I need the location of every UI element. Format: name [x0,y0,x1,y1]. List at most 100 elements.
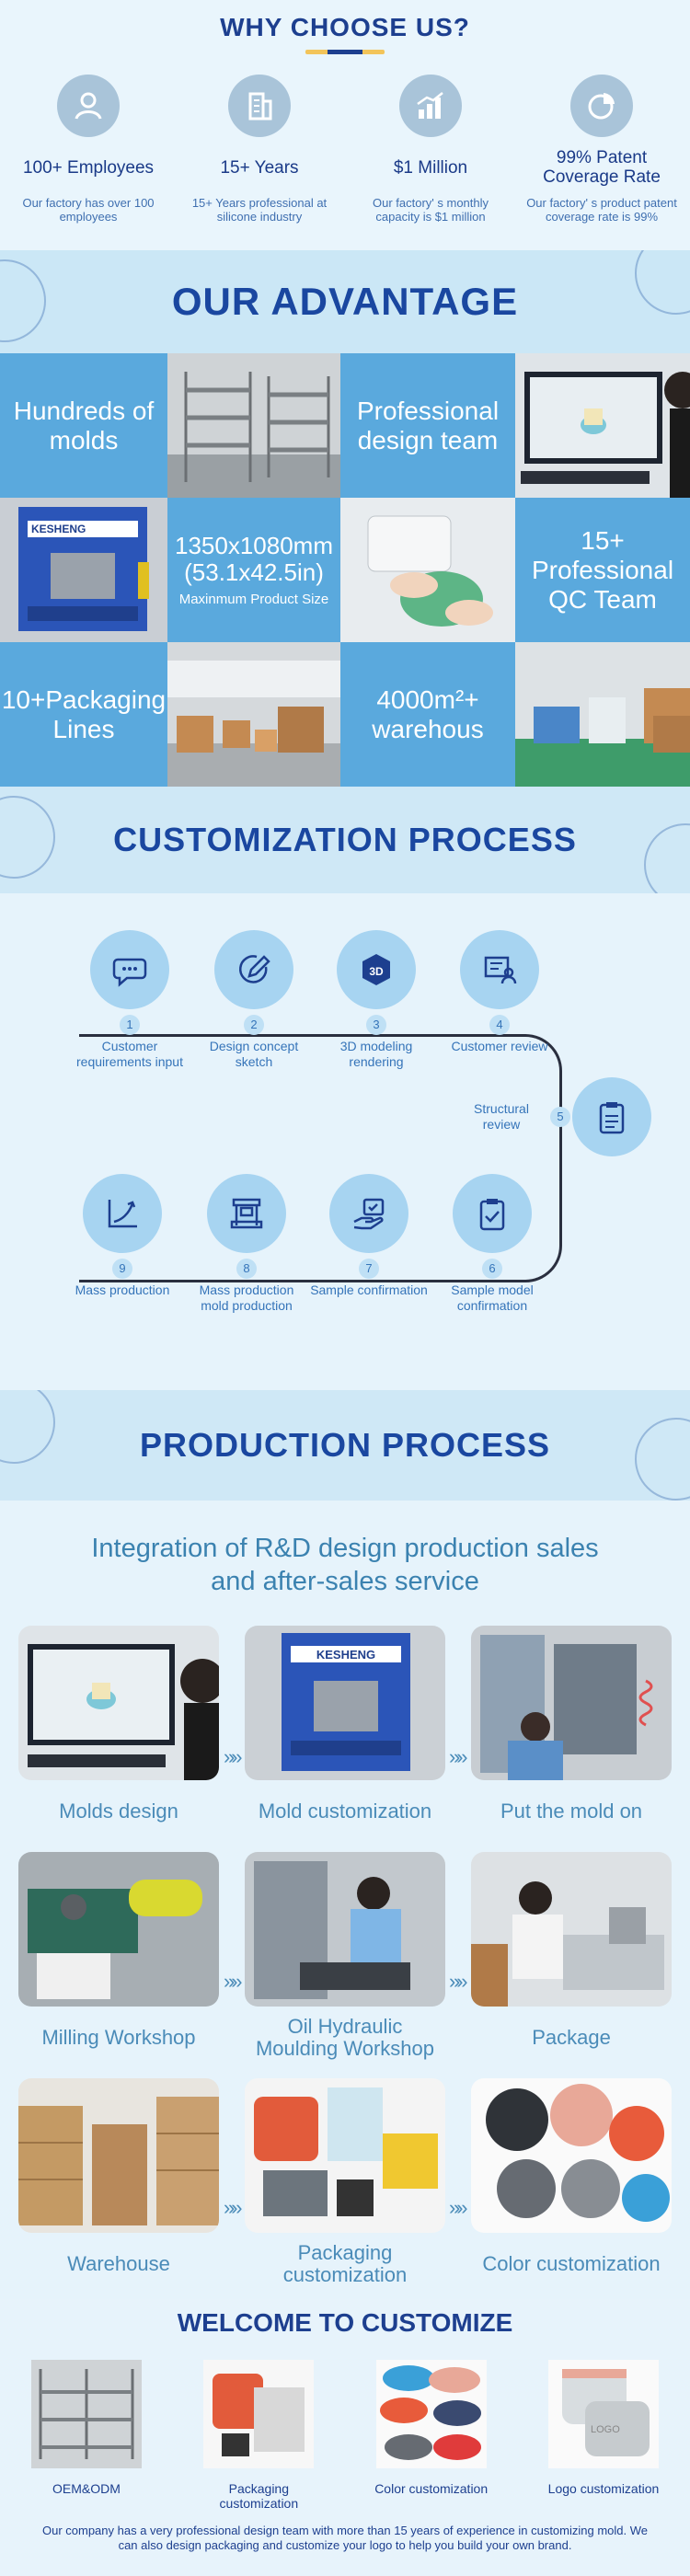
welcome-caption: OEM&ODM [52,2481,121,2496]
production-banner: PRODUCTION PROCESS [0,1390,690,1501]
flow-arrow: »» [449,1970,468,1993]
production-caption: Milling Workshop [41,2026,196,2049]
welcome-section: WELCOME TO CUSTOMIZE OEM&ODM Packaging c… [0,2299,690,2553]
step-number: 3 [366,1015,386,1035]
package-workshop-photo [471,1852,672,2007]
welcome-item: Packaging customization [200,2360,317,2511]
step-label: Sample model confirmation [451,1282,534,1313]
step-8: 8 Mass production mold production [187,1174,306,1314]
step-number: 7 [359,1259,379,1279]
qc-inspection-photo [340,498,515,642]
step-1: 1 Customer requirements input [70,930,190,1070]
step-number: 8 [236,1259,257,1279]
svg-text:KESHENG: KESHENG [316,1648,375,1662]
production-item: Color customization [471,2078,672,2286]
molds-design-photo [18,1626,219,1780]
step-label: Structural review [474,1101,529,1132]
customization-title: CUSTOMIZATION PROCESS [113,821,577,858]
flow-arrow: »» [224,1970,243,1993]
logo-placeholder-text: LOGO [590,2424,620,2435]
why-choose-us-section: WHY CHOOSE US? 100+ Employees Our factor… [0,0,690,250]
production-caption: Warehouse [67,2252,170,2275]
production-item: Warehouse [18,2078,219,2286]
step-7: 7 Sample confirmation [309,1174,429,1298]
production-row-3: Warehouse Packaging customization Color … [0,2078,690,2286]
step-label: Mass production mold production [199,1282,294,1313]
flow-arrow: »» [224,1745,243,1768]
production-section: Integration of R&D design production sal… [0,1501,690,2299]
step-9: 9 Mass production [63,1174,182,1298]
production-item: Oil Hydraulic Moulding Workshop [245,1852,445,2060]
production-intro: Integration of R&D design production sal… [91,1534,599,1596]
tile-label: 10+Packaging Lines [1,684,167,743]
title-underline [305,50,385,54]
tile-qc-team: 15+ Professional QC Team [515,498,690,642]
bar-chart-icon [399,75,462,137]
welcome-item: Color customization [373,2360,490,2511]
production-caption: Oil Hydraulic Moulding Workshop [255,2015,435,2060]
stat-value: $1 Million [393,157,468,178]
stats-row: 100+ Employees Our factory has over 100 … [0,54,690,224]
design-monitor-photo [515,353,690,498]
chat-bubble-icon [90,930,169,1009]
advantage-grid: Hundreds of molds Professional design te… [0,353,690,787]
welcome-item: OEM&ODM [28,2360,145,2511]
step-number: 4 [489,1015,510,1035]
welcome-title: WELCOME TO CUSTOMIZE [177,2308,513,2337]
production-caption: Color customization [482,2252,661,2275]
production-row-1: Molds design KESHENG Mold customization … [0,1626,690,1834]
stat-years: 15+ Years 15+ Years professional at sili… [180,75,339,224]
step-label: Mass production [75,1282,170,1297]
stat-employees: 100+ Employees Our factory has over 100 … [9,75,167,224]
advantage-banner: OUR ADVANTAGE [0,250,690,353]
tile-design-team: Professional design team [340,353,515,498]
step-number: 2 [244,1015,264,1035]
step-number: 9 [112,1259,132,1279]
advantage-title: OUR ADVANTAGE [171,280,519,323]
packaging-photo [203,2360,315,2468]
pie-chart-icon [570,75,633,137]
tile-packaging: 10+Packaging Lines [0,642,167,787]
process-track-line [79,1034,562,1282]
production-caption: Package [532,2026,611,2049]
stat-desc: Our factory has over 100 employees [22,196,155,224]
flow-arrow: »» [449,2196,468,2219]
tile-product-size: 1350x1080mm (53.1x42.5in) Maxinmum Produ… [167,498,340,642]
stat-value: 100+ Employees [22,157,155,178]
production-item: KESHENG Mold customization [245,1626,445,1834]
tile-label: Hundreds of molds [13,396,155,454]
tile-warehouse: 4000m²+ warehous [340,642,515,787]
growth-chart-icon [83,1174,162,1253]
stat-desc: 15+ Years professional at silicone indus… [191,196,328,224]
kesheng-machine-photo: KESHENG [0,498,167,642]
production-item: Molds design [18,1626,219,1834]
tile-label: 15+ Professional QC Team [531,525,674,614]
svg-text:3D: 3D [369,965,384,978]
welcome-footer-text: Our company has a very professional desi… [41,2524,649,2552]
tile-label: 1350x1080mm (53.1x42.5in) [175,532,333,586]
step-number: 1 [120,1015,140,1035]
step-3: 3D 3 3D modeling rendering [316,930,436,1070]
tile-label: Professional design team [356,396,500,454]
production-item: Packaging customization [245,2078,445,2286]
production-caption: Mold customization [258,1800,432,1823]
production-title: PRODUCTION PROCESS [139,1426,551,1464]
color-samples-photo [471,2078,672,2233]
stat-value: 99% Patent Coverage Rate [543,148,661,187]
clipboard-list-icon [572,1077,651,1156]
milling-workshop-photo [18,1852,219,2007]
production-caption: Packaging customization [282,2241,408,2286]
flow-arrow: »» [449,1745,468,1768]
warehouse-photo [18,2078,219,2233]
pencil-circle-icon [214,930,293,1009]
production-row-2: Milling Workshop Oil Hydraulic Moulding … [0,1852,690,2060]
mold-install-photo [471,1626,672,1780]
packaging-line-photo [167,642,340,787]
step-number: 5 [550,1107,570,1127]
welcome-caption: Logo customization [547,2481,660,2496]
color-photo [375,2360,487,2468]
3d-cube-icon: 3D [337,930,416,1009]
step-number: 6 [482,1259,502,1279]
hand-check-icon [329,1174,408,1253]
